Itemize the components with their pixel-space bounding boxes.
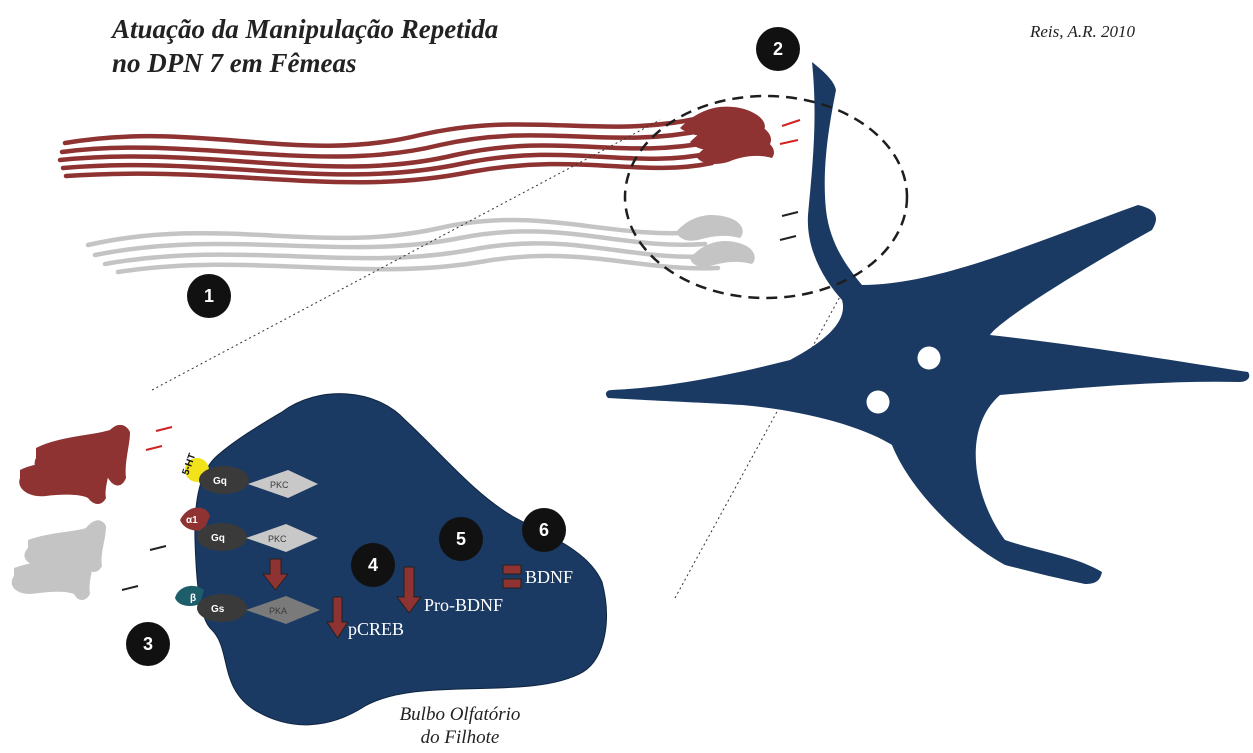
bdnf-label: BDNF xyxy=(525,567,573,587)
step-badge-6: 6 xyxy=(522,508,566,552)
pkc-kinase-2-label: PKC xyxy=(268,534,287,544)
step-badge-4: 4 xyxy=(351,543,395,587)
alpha1-label: α1 xyxy=(186,515,198,526)
svg-text:5: 5 xyxy=(456,529,466,549)
svg-text:2: 2 xyxy=(773,39,783,59)
red-fiber-bundle xyxy=(60,118,712,182)
pcreb-label: pCREB xyxy=(348,619,404,639)
zoom-circle xyxy=(625,96,907,298)
neuron-nucleolus-upper xyxy=(918,347,941,370)
neuron-nucleolus-lower xyxy=(867,391,890,414)
pka-kinase-label: PKA xyxy=(269,606,287,616)
step-badge-2: 2 xyxy=(756,27,800,71)
grey-signal-arrows xyxy=(780,212,798,240)
svg-text:3: 3 xyxy=(143,634,153,654)
bulbo-label-line-1: Bulbo Olfatório xyxy=(400,704,521,725)
step-badge-3: 3 xyxy=(126,622,170,666)
beta-label: β xyxy=(190,593,196,604)
bdnf-equal-bar-top xyxy=(503,565,521,574)
credit-text: Reis, A.R. 2010 xyxy=(1029,22,1135,41)
pkc-kinase-1-label: PKC xyxy=(270,480,289,490)
grey-terminals-left xyxy=(12,520,106,600)
gq-receptor-1-label: Gq xyxy=(213,476,227,487)
title-line-1: Atuação da Manipulação Repetida xyxy=(110,14,498,44)
gs-receptor-label: Gs xyxy=(211,604,225,615)
bulbo-label-line-2: do Filhote xyxy=(421,727,500,748)
step-badge-1: 1 xyxy=(187,274,231,318)
grey-fiber-bundle xyxy=(88,220,718,272)
svg-text:4: 4 xyxy=(368,555,378,575)
red-terminals-left xyxy=(19,425,130,504)
title-line-2: no DPN 7 em Fêmeas xyxy=(112,48,356,78)
step-badge-5: 5 xyxy=(439,517,483,561)
probdnf-label: Pro-BDNF xyxy=(424,595,503,615)
red-signal-arrows-left xyxy=(146,427,172,450)
gq-receptor-2-label: Gq xyxy=(211,533,225,544)
svg-text:1: 1 xyxy=(204,286,214,306)
bdnf-equal-bar-bottom xyxy=(503,579,521,588)
olfactory-bulb-cell xyxy=(195,394,607,725)
svg-text:6: 6 xyxy=(539,520,549,540)
red-signal-arrows xyxy=(780,120,800,144)
grey-signal-arrows-left xyxy=(122,546,166,590)
